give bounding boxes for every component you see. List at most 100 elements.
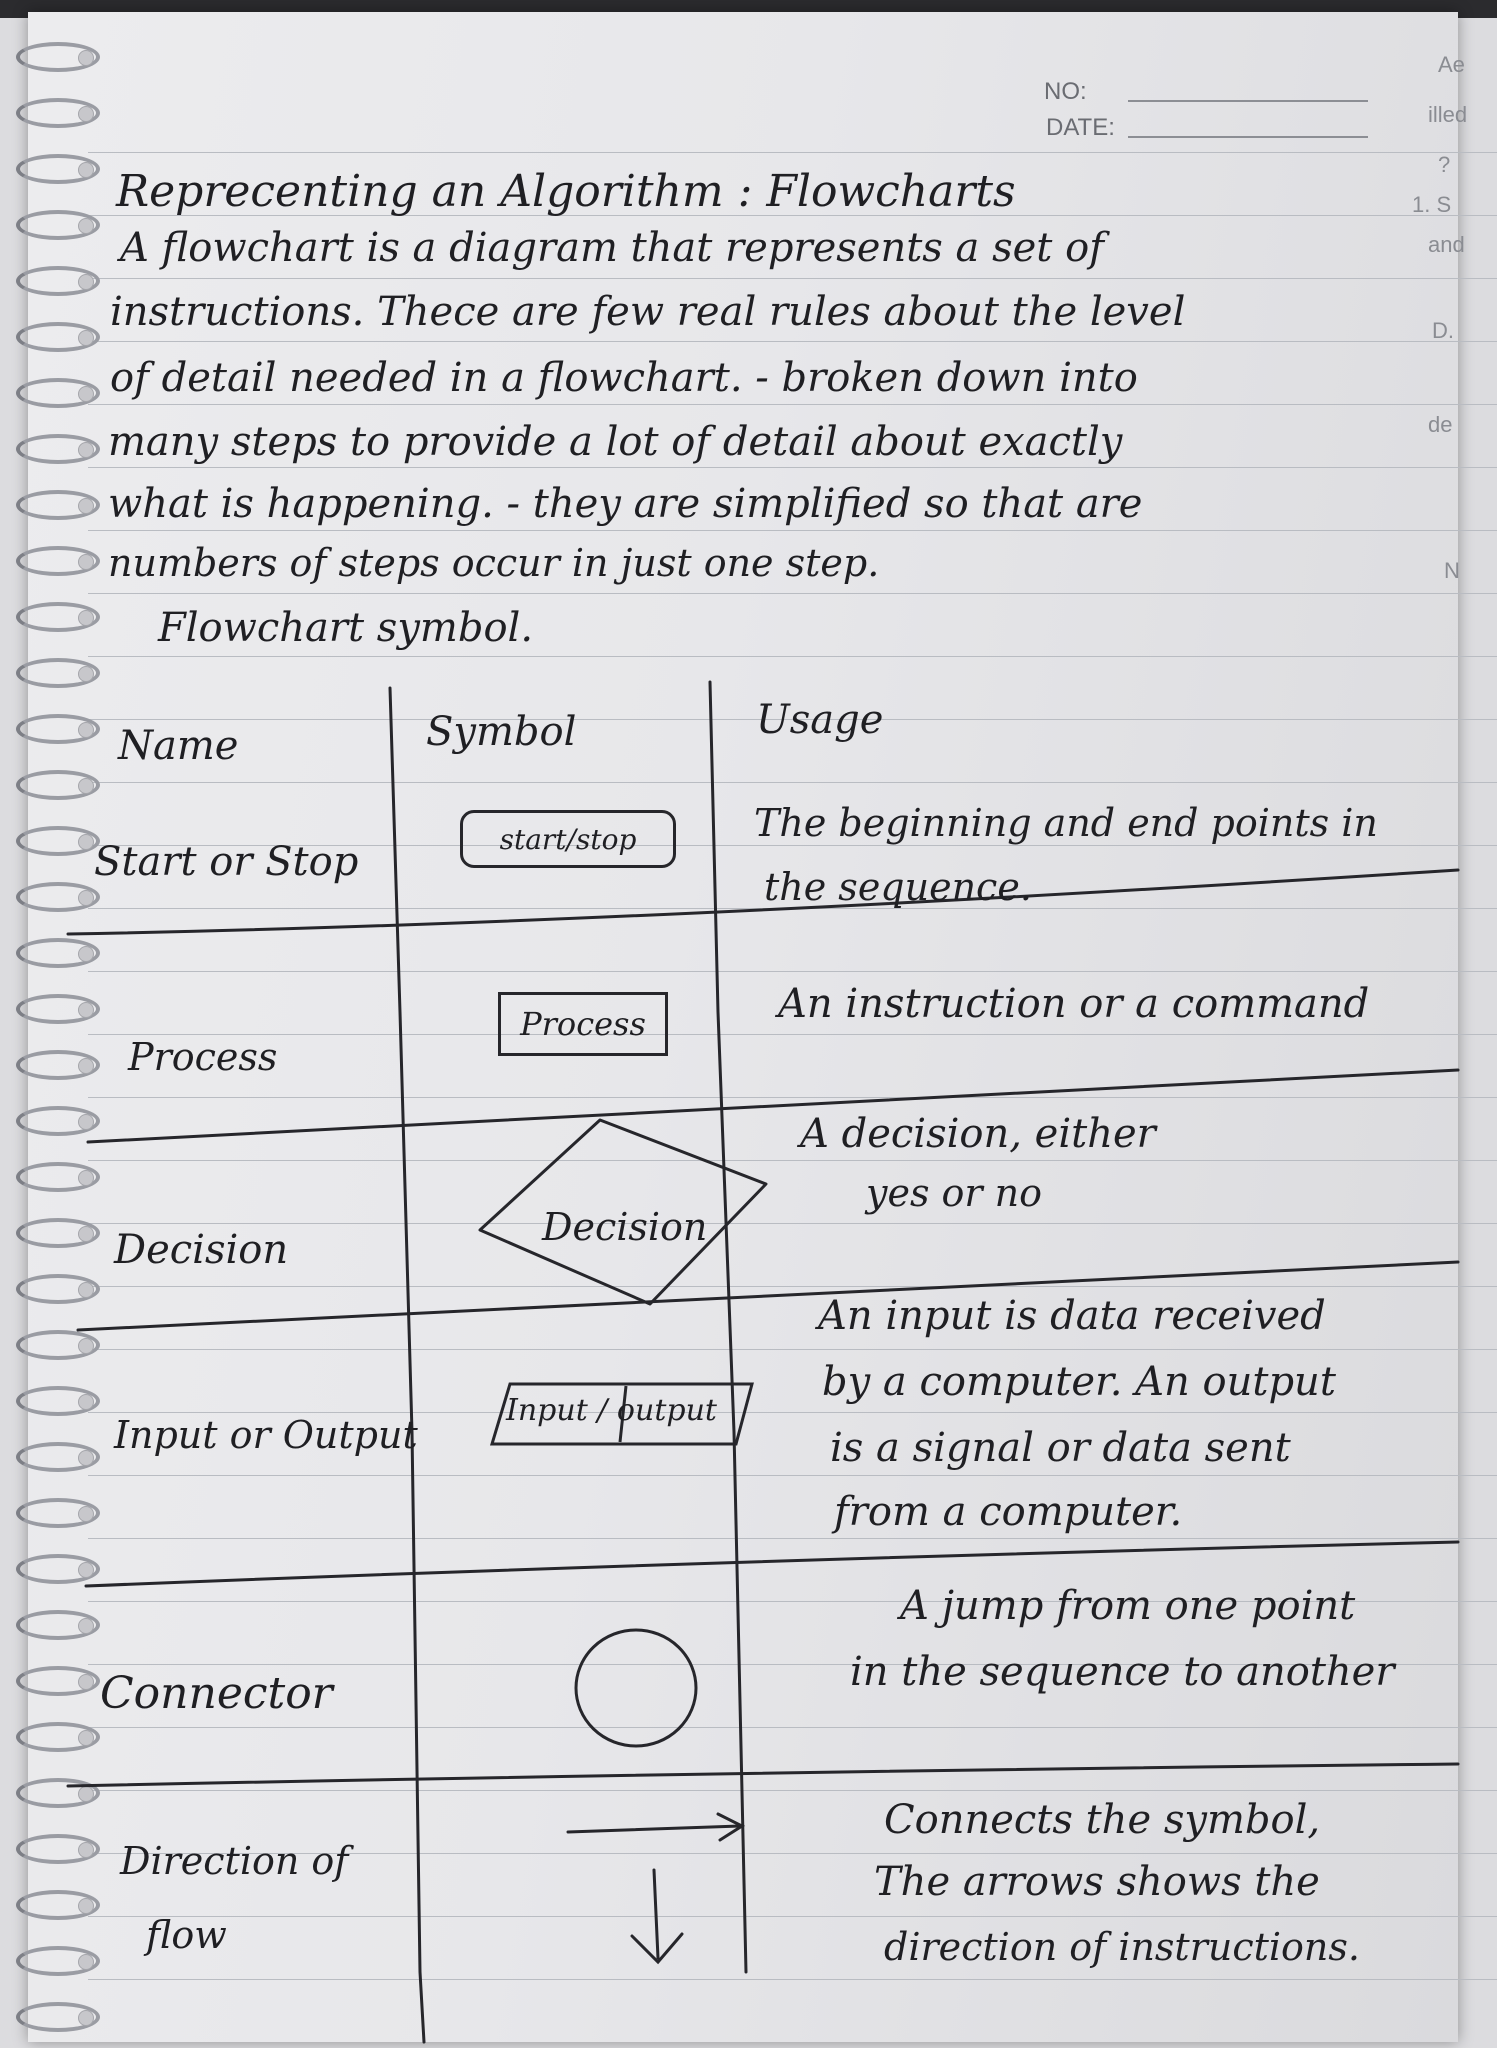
- binding-hole: [78, 50, 94, 66]
- paragraph-line-1: A flowchart is a diagram that represents…: [120, 225, 1104, 271]
- binding-hole: [78, 1898, 94, 1914]
- spiral-ring: [16, 882, 100, 912]
- terminator-label: start/stop: [499, 822, 637, 856]
- no-label: NO:: [1044, 78, 1087, 105]
- row-direction-usage-1: Connects the symbol,: [884, 1797, 1321, 1843]
- binding-hole: [78, 1730, 94, 1746]
- ruled-line: [88, 1286, 1497, 1287]
- binding-hole: [78, 834, 94, 850]
- input-output-label: Input / output: [506, 1393, 717, 1428]
- row-start-stop-name: Start or Stop: [94, 839, 359, 885]
- binding-hole: [78, 330, 94, 346]
- header-symbol: Symbol: [426, 709, 577, 755]
- spiral-ring: [16, 1834, 100, 1864]
- spiral-ring: [16, 1274, 100, 1304]
- binding-hole: [78, 106, 94, 122]
- binding-hole: [78, 1394, 94, 1410]
- spiral-ring: [16, 1778, 100, 1808]
- ruled-line: [88, 719, 1497, 720]
- margin-fragment-6: D.: [1432, 318, 1454, 343]
- spiral-ring: [16, 770, 100, 800]
- decision-label: Decision: [542, 1205, 708, 1249]
- row-direction-usage-3: direction of instructions.: [884, 1925, 1360, 1969]
- binding-hole: [78, 946, 94, 962]
- binding-hole: [78, 1338, 94, 1354]
- binding-hole: [78, 722, 94, 738]
- ruled-line: [88, 782, 1497, 783]
- down-arrow-icon: [652, 1868, 660, 1960]
- date-label: DATE:: [1046, 114, 1115, 141]
- ruled-line: [88, 1034, 1497, 1035]
- spiral-ring: [16, 714, 100, 744]
- ruled-line: [88, 1853, 1497, 1854]
- spiral-ring: [16, 322, 100, 352]
- row-input-output-usage-1: An input is data received: [818, 1293, 1326, 1339]
- spiral-ring: [16, 546, 100, 576]
- margin-fragment-3: ?: [1438, 152, 1451, 177]
- spiral-ring: [16, 1218, 100, 1248]
- binding-hole: [78, 1170, 94, 1186]
- spiral-ring: [16, 378, 100, 408]
- binding-hole: [78, 1450, 94, 1466]
- spiral-ring: [16, 658, 100, 688]
- spiral-ring: [16, 1722, 100, 1752]
- binding-hole: [78, 610, 94, 626]
- binding-hole: [78, 274, 94, 290]
- header-name: Name: [118, 723, 239, 769]
- paragraph-line-6: numbers of steps occur in just one step.: [108, 541, 880, 585]
- paragraph-line-2: instructions. Thece are few real rules a…: [110, 289, 1186, 335]
- binding-hole: [78, 442, 94, 458]
- ruled-line: [88, 971, 1497, 972]
- binding-hole: [78, 1002, 94, 1018]
- row-input-output-name: Input or Output: [114, 1413, 418, 1457]
- ruled-line: [88, 656, 1497, 657]
- margin-fragment-5: and: [1428, 232, 1465, 257]
- header-usage: Usage: [756, 697, 884, 743]
- ruled-line: [88, 530, 1497, 531]
- binding-hole: [78, 1674, 94, 1690]
- paragraph-line-5: what is happening. - they are simplified…: [108, 481, 1143, 527]
- margin-fragment-1: Ae: [1438, 52, 1465, 77]
- table-grid: [66, 680, 1460, 2044]
- ruled-line: [88, 1412, 1497, 1413]
- binding-hole: [78, 218, 94, 234]
- spiral-ring: [16, 602, 100, 632]
- parallelogram-icon: [489, 1382, 754, 1446]
- right-arrow-icon: [566, 1824, 742, 1834]
- binding-hole: [78, 1842, 94, 1858]
- connector-circle-icon: [574, 1628, 698, 1748]
- ruled-line: [88, 845, 1497, 846]
- row-process-usage-1: An instruction or a command: [778, 981, 1370, 1027]
- margin-fragment-2: illed: [1428, 102, 1468, 127]
- spiral-ring: [16, 994, 100, 1024]
- ruled-line: [88, 215, 1497, 216]
- ruled-line: [88, 1916, 1497, 1917]
- ruled-line: [88, 1349, 1497, 1350]
- spiral-ring: [16, 1162, 100, 1192]
- row-decision-usage-1: A decision, either: [800, 1111, 1156, 1157]
- row-process-name: Process: [128, 1035, 278, 1079]
- spiral-ring: [16, 266, 100, 296]
- spiral-ring: [16, 1946, 100, 1976]
- no-underline: [1128, 100, 1368, 102]
- binding-hole: [78, 386, 94, 402]
- row-connector-name: Connector: [100, 1668, 333, 1719]
- paragraph-line-4: many steps to provide a lot of detail ab…: [108, 419, 1123, 465]
- binding-hole: [78, 1562, 94, 1578]
- row-input-output-usage-3: is a signal or data sent: [830, 1425, 1291, 1471]
- binding-hole: [78, 1282, 94, 1298]
- flowchart-symbol-heading: Flowchart symbol.: [158, 605, 534, 651]
- spiral-ring: [16, 2002, 100, 2032]
- row-start-stop-usage-2: the sequence.: [764, 865, 1032, 909]
- process-symbol: Process: [498, 992, 668, 1056]
- row-direction-name-1: Direction of: [120, 1839, 349, 1883]
- ruled-line: [88, 152, 1497, 153]
- binding-hole: [78, 1058, 94, 1074]
- margin-fragment-4: 1. S: [1412, 192, 1452, 217]
- spiral-ring: [16, 42, 100, 72]
- spiral-ring: [16, 98, 100, 128]
- page-title: Reprecenting an Algorithm : Flowcharts: [116, 166, 1016, 217]
- spiral-ring: [16, 1106, 100, 1136]
- binding-hole: [78, 498, 94, 514]
- row-decision-usage-2: yes or no: [866, 1171, 1043, 1215]
